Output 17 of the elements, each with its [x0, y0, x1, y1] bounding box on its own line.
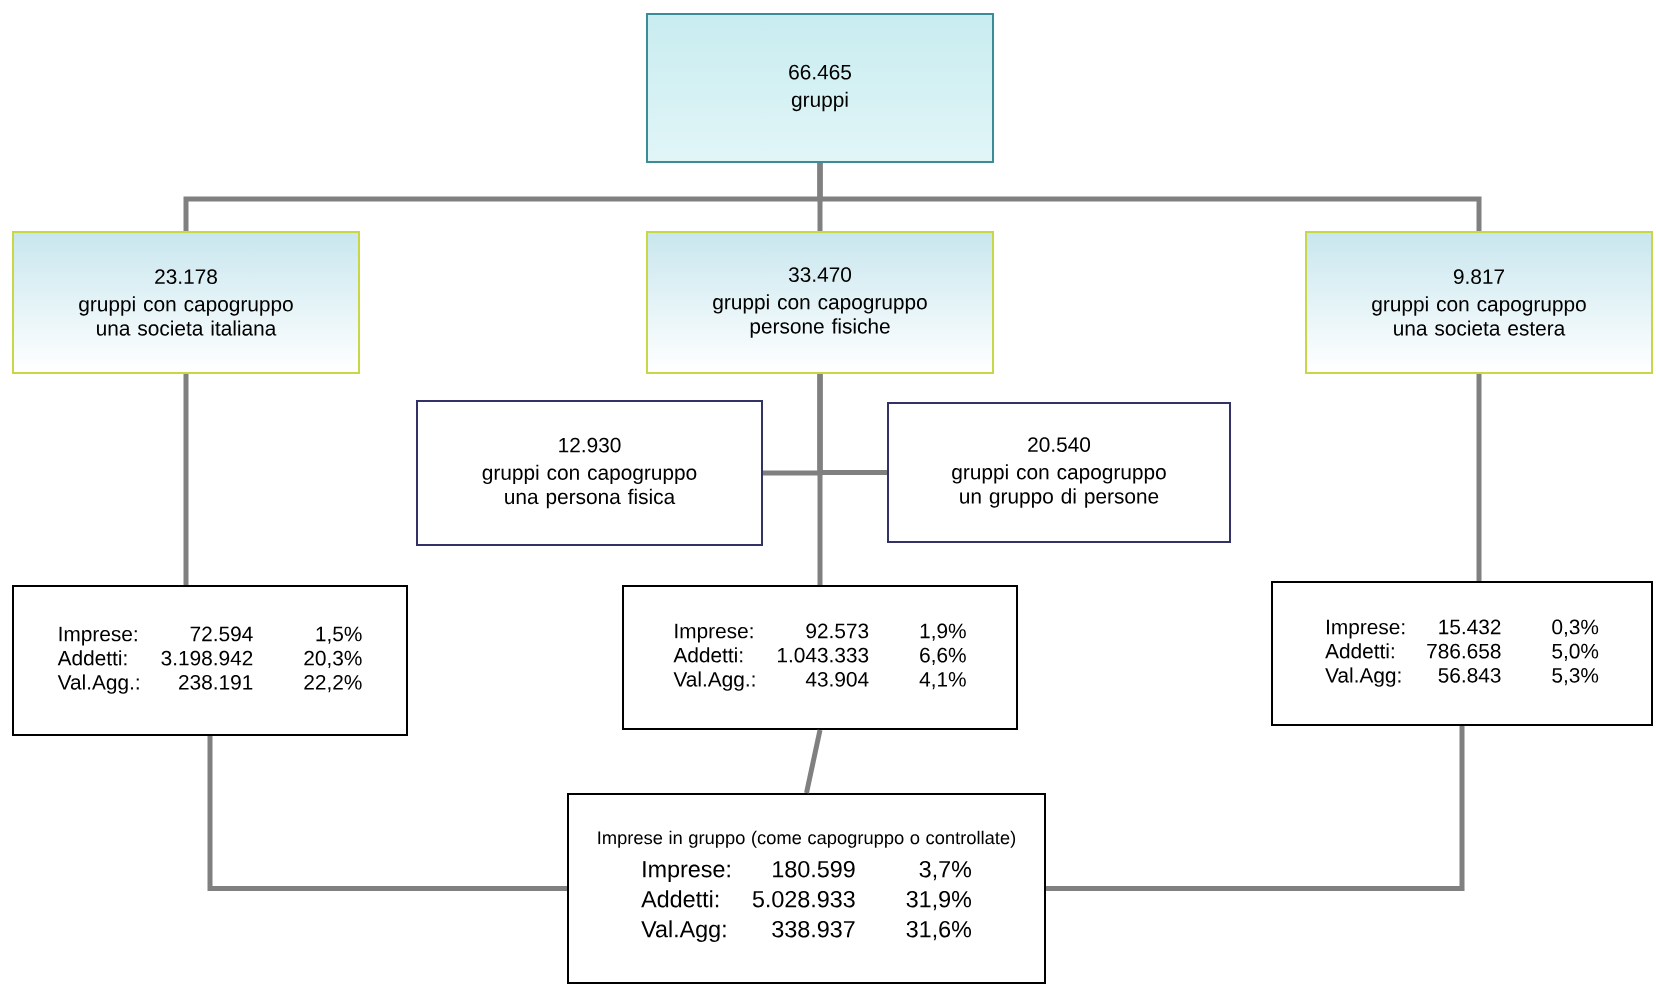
stats-box: Imprese: 72.594 1,5% Addetti: 3.198.942 20,3% Val.Agg.: 238.191 22,2% [12, 585, 408, 736]
connector-line [183, 374, 189, 585]
subgroup-box: 12.930 gruppi con capogruppo una persona fisica [416, 400, 763, 546]
group-box: 9.817 gruppi con capogruppo una societa estera [1305, 231, 1653, 374]
connector-line [1476, 374, 1482, 581]
stats-box: Imprese: 92.573 1,9% Addetti: 1.043.333 6,6% Val.Agg.: 43.904 4,1% [622, 585, 1018, 730]
total-box: 66.465 gruppi [646, 13, 994, 163]
stats-box: Imprese: 15.432 0,3% Addetti: 786.658 5,0% Val.Agg: 56.843 5,3% [1271, 581, 1653, 726]
group-box: 23.178 gruppi con capogruppo una societa italiana [12, 231, 360, 374]
connector-line [817, 163, 1482, 231]
summary-box: Imprese in gruppo (come capogruppo o controllate) Imprese: 180.599 3,7% Addetti: 5.028.933 31,9% Val.Agg: 338.937 31,6% [567, 793, 1046, 984]
group-box: 33.470 gruppi con capogruppo persone fisiche [646, 231, 994, 374]
connector-line [804, 729, 823, 794]
connector-line [207, 736, 567, 891]
subgroup-box: 20.540 gruppi con capogruppo un gruppo di persone [887, 402, 1231, 543]
connector-line [817, 374, 823, 585]
connector-line [1046, 726, 1465, 891]
